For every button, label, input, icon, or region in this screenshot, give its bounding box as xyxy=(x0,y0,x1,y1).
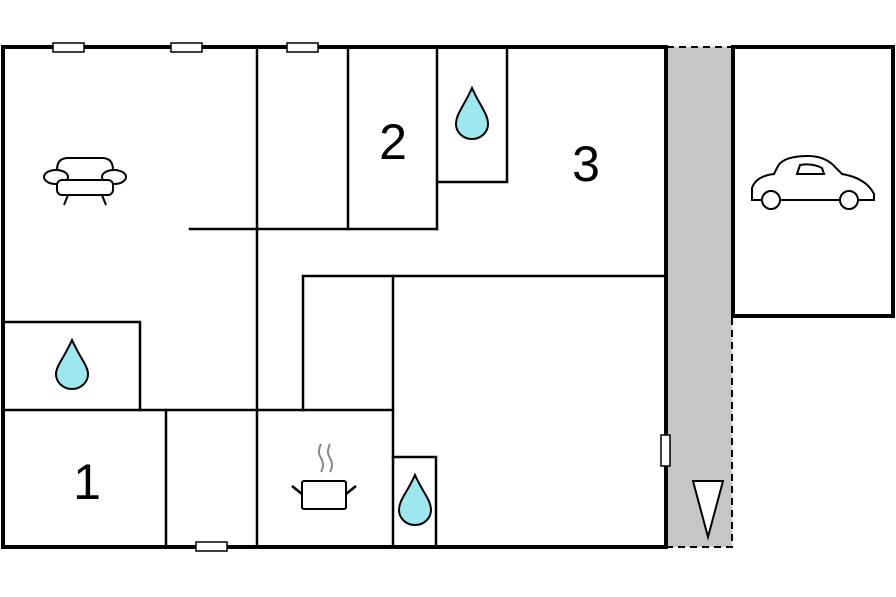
window xyxy=(286,42,319,53)
window xyxy=(52,42,85,53)
outer-wall xyxy=(1,45,668,549)
room-label-2: 2 xyxy=(379,114,407,170)
entrance-arrow-icon xyxy=(691,480,725,541)
car-icon xyxy=(751,154,875,210)
garage-room xyxy=(731,45,895,318)
window xyxy=(660,434,671,467)
water-drop-icon xyxy=(454,85,490,140)
exterior-corridor xyxy=(667,47,732,547)
room-label-1: 1 xyxy=(73,454,101,510)
water-drop-icon xyxy=(54,337,90,390)
room-label-3: 3 xyxy=(572,136,600,192)
water-drop-icon xyxy=(397,472,433,526)
window xyxy=(170,42,203,53)
interior-walls xyxy=(1,45,667,549)
cooking-pot-icon xyxy=(291,443,357,510)
sofa-icon xyxy=(43,157,127,206)
window xyxy=(195,541,228,552)
windows xyxy=(52,42,671,552)
